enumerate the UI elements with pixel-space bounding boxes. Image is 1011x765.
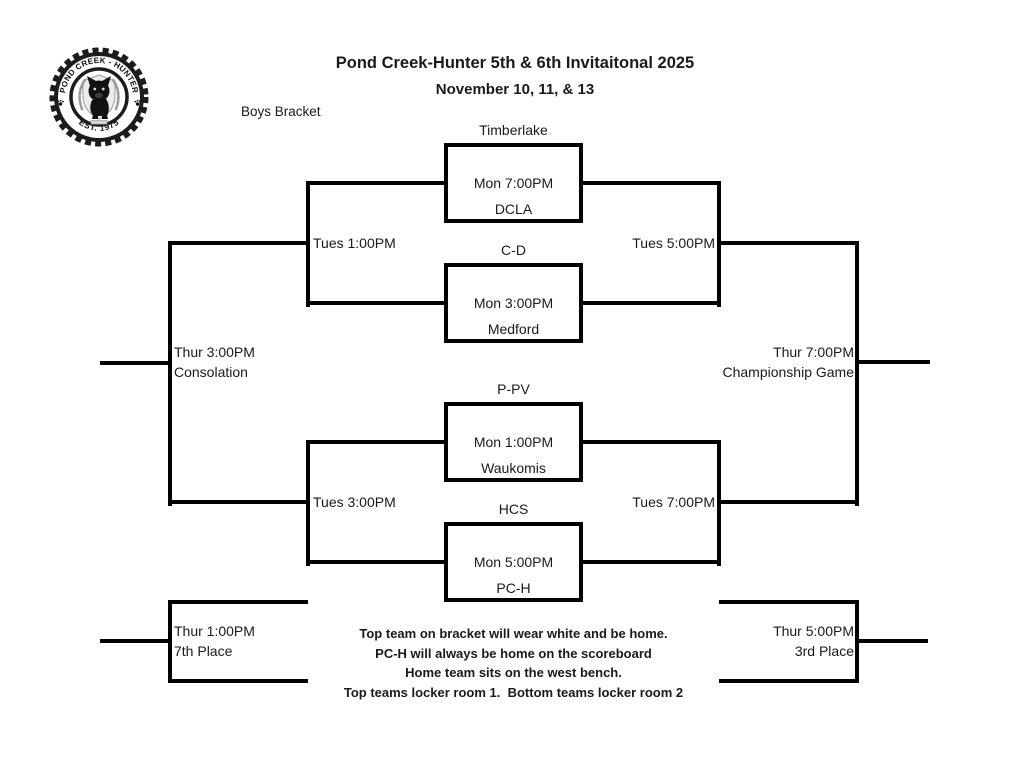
crest-ribbon bbox=[90, 120, 108, 125]
tournament-notes: Top team on bracket will wear white and … bbox=[308, 624, 719, 702]
laurel-left bbox=[78, 78, 87, 111]
bracket-label: Boys Bracket bbox=[241, 104, 321, 119]
connector-3rd-bottom bbox=[719, 679, 857, 683]
connector-game3-left bbox=[306, 440, 444, 444]
right-semi-bottom-time: Tues 7:00PM bbox=[632, 494, 715, 510]
consolation-label: Consolation bbox=[174, 364, 248, 380]
connector-championship-vertical bbox=[855, 241, 859, 506]
team-name: P-PV bbox=[497, 381, 530, 397]
note-line: Top teams locker room 1. Bottom teams lo… bbox=[343, 684, 684, 700]
connector-game4-right bbox=[583, 560, 721, 564]
seventh-place-label: 7th Place bbox=[174, 643, 233, 659]
connector-consolation-vertical bbox=[168, 241, 172, 506]
game-time: Mon 5:00PM bbox=[473, 554, 554, 570]
game-box-mon-3pm: C-D Mon 3:00PM Medford bbox=[444, 241, 583, 343]
connector-consolation-stub bbox=[100, 361, 170, 365]
laurel-right bbox=[111, 78, 120, 111]
logo-scalloped-edge bbox=[49, 47, 149, 147]
note-line: Home team sits on the west bench. bbox=[405, 665, 622, 680]
connector-3rd-stub bbox=[855, 639, 928, 643]
team-name: Timberlake bbox=[479, 122, 548, 138]
connector-championship-stub bbox=[855, 360, 930, 364]
paw-print-icon bbox=[134, 99, 141, 106]
connector-7th-stub bbox=[100, 639, 170, 643]
school-logo: POND CREEK - HUNTER EST. 1975 bbox=[49, 47, 149, 147]
left-semi-top-time: Tues 1:00PM bbox=[313, 235, 396, 251]
team-name: PC-H bbox=[496, 580, 531, 596]
game-box-mon-7pm: Timberlake Mon 7:00PM DCLA bbox=[444, 121, 583, 223]
game-time: Mon 7:00PM bbox=[473, 175, 554, 191]
team-name: Waukomis bbox=[481, 460, 546, 476]
connector-game4-left bbox=[306, 560, 444, 564]
connector-left-semi-bottom bbox=[168, 500, 310, 504]
team-name: DCLA bbox=[494, 201, 533, 217]
team-name: C-D bbox=[501, 242, 526, 258]
consolation-time: Thur 3:00PM bbox=[174, 344, 255, 360]
paw-print-icon bbox=[57, 99, 64, 106]
connector-7th-top bbox=[168, 600, 308, 604]
team-name: HCS bbox=[498, 501, 529, 517]
game-box-mon-1pm: P-PV Mon 1:00PM Waukomis bbox=[444, 380, 583, 482]
connector-7th-vertical bbox=[168, 600, 172, 683]
third-place-time: Thur 5:00PM bbox=[773, 623, 854, 639]
connector-game2-left bbox=[306, 301, 444, 305]
panther-icon bbox=[87, 76, 111, 125]
note-line: PC-H will always be home on the scoreboa… bbox=[375, 645, 652, 661]
connector-game3-right bbox=[583, 440, 721, 444]
game-time: Mon 1:00PM bbox=[473, 434, 554, 450]
note-line: Top team on bracket will wear white and … bbox=[359, 626, 668, 641]
connector-game1-right bbox=[583, 181, 721, 185]
team-name: Medford bbox=[487, 321, 540, 337]
connector-3rd-top bbox=[719, 600, 857, 604]
left-semi-bottom-time: Tues 3:00PM bbox=[313, 494, 396, 510]
connector-right-semi-top bbox=[717, 241, 859, 245]
championship-label: Championship Game bbox=[722, 364, 854, 380]
championship-time: Thur 7:00PM bbox=[773, 344, 854, 360]
third-place-label: 3rd Place bbox=[794, 643, 854, 659]
page-title: Pond Creek-Hunter 5th & 6th Invitaitonal… bbox=[335, 54, 695, 72]
game-box-mon-5pm: HCS Mon 5:00PM PC-H bbox=[444, 500, 583, 602]
game-time: Mon 3:00PM bbox=[473, 295, 554, 311]
connector-game2-right bbox=[583, 301, 721, 305]
connector-game1-left bbox=[306, 181, 444, 185]
connector-left-semi-top bbox=[168, 241, 310, 245]
connector-7th-bottom bbox=[168, 679, 308, 683]
game-box-border: Mon 7:00PM DCLA bbox=[444, 143, 583, 223]
game-box-border: Mon 5:00PM PC-H bbox=[444, 522, 583, 602]
seventh-place-time: Thur 1:00PM bbox=[174, 623, 255, 639]
game-box-border: Mon 3:00PM Medford bbox=[444, 263, 583, 343]
connector-right-semi-bottom bbox=[717, 500, 859, 504]
game-box-border: Mon 1:00PM Waukomis bbox=[444, 402, 583, 482]
right-semi-top-time: Tues 5:00PM bbox=[632, 235, 715, 251]
page-subtitle: November 10, 11, & 13 bbox=[435, 81, 595, 98]
